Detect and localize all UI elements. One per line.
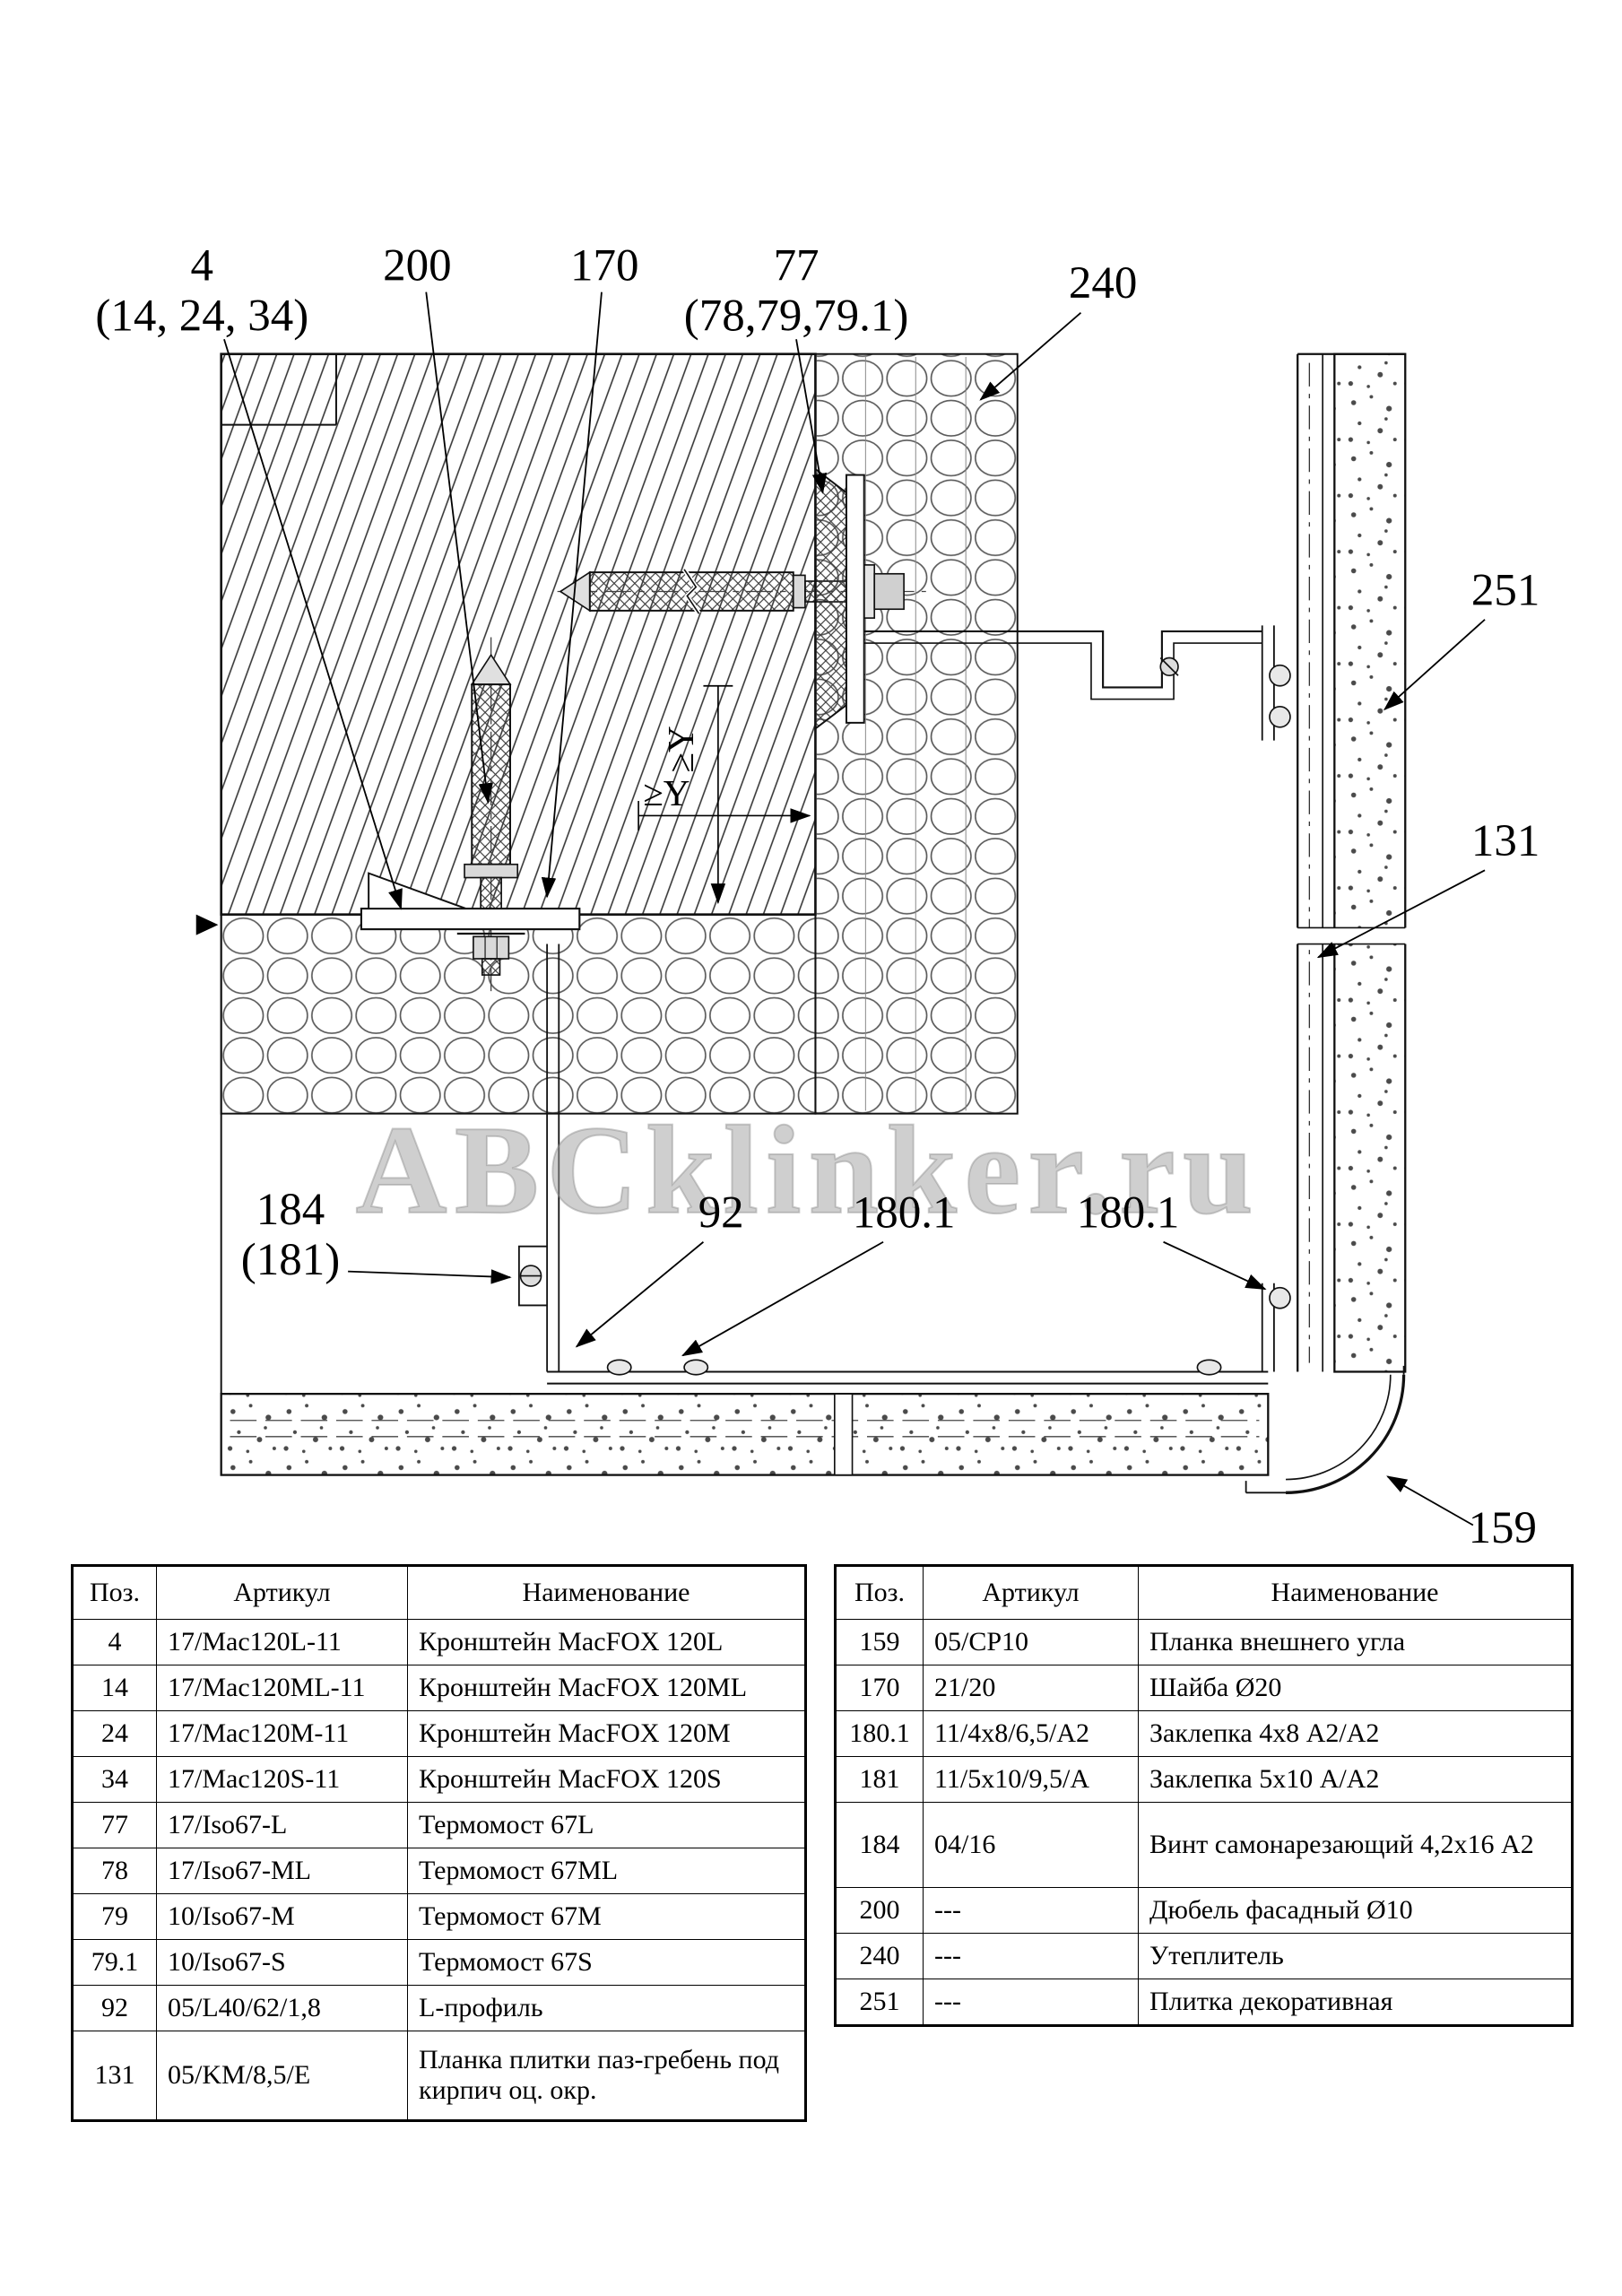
leader-4 (223, 339, 403, 910)
horizontal-anchor (557, 467, 926, 731)
leader-77 (795, 339, 828, 494)
col-header-name: Наименование (407, 1565, 806, 1620)
corner-tile-column (1294, 352, 1409, 1373)
rivet-icon (1269, 705, 1291, 728)
washer-icon (863, 564, 876, 619)
insulation-layer (220, 352, 1019, 1115)
l-profile (546, 944, 1269, 1385)
col-header-article: Артикул (923, 1565, 1139, 1620)
leader-159 (1386, 1475, 1474, 1526)
callout-92: 92 (698, 1187, 744, 1238)
rivet-icon (1269, 664, 1291, 687)
callout-200: 200 (383, 240, 451, 291)
rivet-icon (606, 1359, 632, 1376)
leader-131 (1316, 869, 1486, 959)
level-mark-arrow (195, 914, 219, 935)
callout-240: 240 (1069, 258, 1137, 309)
callout-180-1-a: 180.1 (853, 1187, 956, 1238)
corner-piece (1245, 1283, 1406, 1494)
bottom-tile-strip (220, 1392, 1270, 1476)
rivet-icon (683, 1359, 709, 1376)
wall-section (220, 352, 817, 1395)
bracket-plate (360, 908, 581, 931)
bracket-arm (863, 625, 1291, 741)
col-header-pos: Поз. (72, 1565, 157, 1620)
leader-180-1-a (681, 1240, 884, 1357)
callout-159: 159 (1469, 1503, 1537, 1553)
technical-drawing: ABCklinker.ru ≥Y ≥Y 4 (14, 24, 34) 200 1… (95, 240, 1540, 1553)
callout-131: 131 (1471, 816, 1540, 866)
col-header-name: Наименование (1138, 1565, 1573, 1620)
dimension-lines (638, 684, 811, 905)
screw-head-icon (873, 572, 905, 611)
lower-bracket (517, 1245, 548, 1307)
leader-251 (1383, 619, 1486, 711)
leader-240 (979, 311, 1082, 401)
dim-horizontal: ≥Y (643, 772, 690, 813)
leader-200 (425, 291, 493, 804)
table-row: 251---Плитка декоративная (835, 1979, 1573, 2026)
rivet-icon (1196, 1359, 1222, 1376)
thermo-bridge (814, 467, 847, 731)
callout-170: 170 (570, 240, 638, 291)
table-header-row: Поз. Артикул Наименование (72, 1565, 806, 1620)
table-row: 240---Утеплитель (835, 1933, 1573, 1979)
col-header-pos: Поз. (835, 1565, 924, 1620)
watermark: ABCklinker.ru (356, 1100, 1261, 1240)
leader-92 (575, 1241, 705, 1348)
leader-180-1-b (1163, 1240, 1267, 1291)
callout-77: 77 (774, 240, 820, 291)
callout-184-variant: (181) (241, 1235, 340, 1285)
callout-4-variants: (14, 24, 34) (95, 291, 308, 341)
rivet-icon (1269, 1286, 1291, 1309)
dimension-labels: ≥Y ≥Y (643, 726, 701, 813)
dim-vertical: ≥Y (660, 726, 701, 772)
callout-labels: 4 (14, 24, 34) 200 170 77 (78,79,79.1) 2… (95, 240, 1540, 1553)
callout-180-1-b: 180.1 (1077, 1187, 1180, 1238)
callout-77-variants: (78,79,79.1) (684, 291, 909, 341)
col-header-article: Артикул (156, 1565, 408, 1620)
table-row: 200---Дюбель фасадный Ø10 (835, 1887, 1573, 1934)
callout-251: 251 (1471, 565, 1540, 615)
callout-4: 4 (191, 240, 213, 291)
leader-lines (223, 291, 1486, 1526)
table-header-row: Поз. Артикул Наименование (835, 1565, 1573, 1620)
leader-184 (348, 1269, 512, 1284)
nut-icon (473, 935, 510, 960)
callout-184: 184 (256, 1185, 325, 1235)
leader-170 (541, 291, 603, 899)
